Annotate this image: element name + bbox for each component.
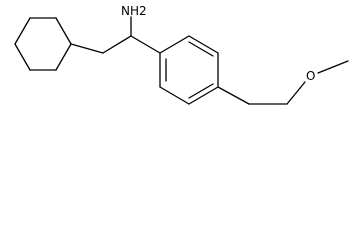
benzene-bond <box>159 35 190 54</box>
methylene-to-methine-bond <box>102 35 132 54</box>
benzene-to-ethyl-bond <box>217 86 250 105</box>
cyclohexane-bond <box>55 17 72 45</box>
benzene-bond <box>188 86 219 105</box>
ethyl-to-oxygen-bond <box>286 81 306 105</box>
benzene-double-bond <box>188 83 214 99</box>
benzene-bond <box>188 35 219 54</box>
cyclohexane-bond <box>55 43 72 71</box>
methine-to-benzene-bond <box>130 35 161 54</box>
chemical-structure-diagram: NH2 O <box>14 4 349 105</box>
benzene-ring <box>159 35 219 105</box>
ring-to-methylene-bond <box>70 43 104 54</box>
amine-label: NH2 <box>121 4 147 18</box>
cyclohexane-bond <box>14 43 31 71</box>
benzene-bond <box>159 86 190 105</box>
benzene-double-bond <box>188 41 214 57</box>
ether-oxygen-label: O <box>306 69 315 83</box>
cyclohexane-bond <box>14 17 31 45</box>
oxygen-to-methyl-bond <box>317 60 349 74</box>
cyclohexane-ring <box>14 17 72 71</box>
